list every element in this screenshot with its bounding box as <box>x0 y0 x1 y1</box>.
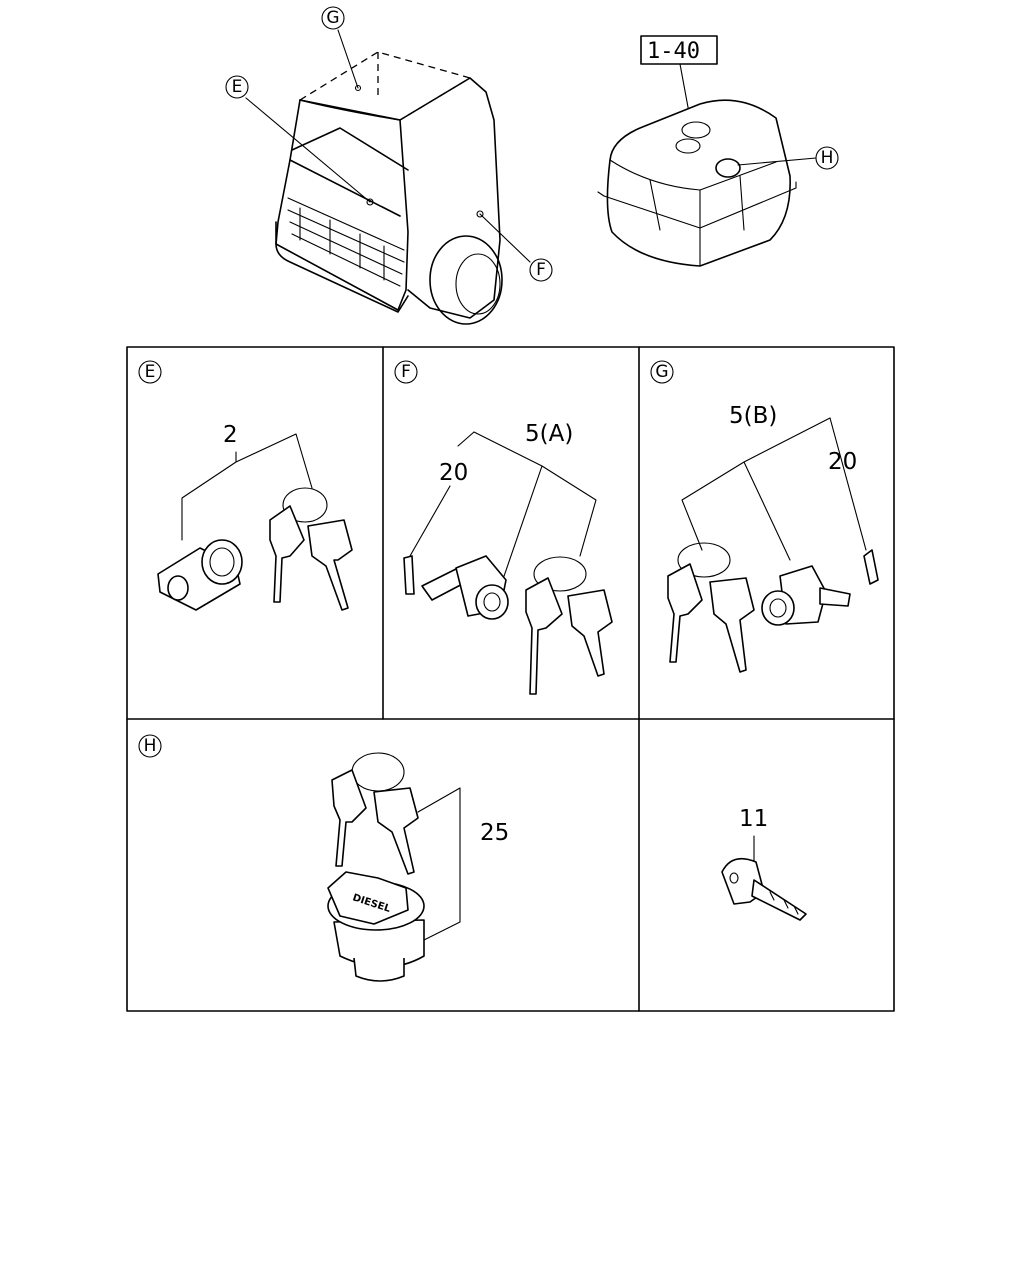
svg-text:G: G <box>655 362 668 382</box>
callout-h-top: H <box>815 146 839 170</box>
door-lock-cylinder-f <box>403 555 509 620</box>
callout-g-top: G <box>321 6 345 30</box>
single-key-illustration <box>721 857 807 921</box>
panel-g-label: G <box>650 360 674 384</box>
key-pair-g <box>667 542 755 673</box>
panel-f-label: F <box>394 360 418 384</box>
door-lock-cylinder-g <box>761 549 879 626</box>
part-number-5b: 5(B) <box>729 403 777 429</box>
key-pair-h <box>331 752 419 875</box>
panel-key: 11 <box>721 806 807 921</box>
svg-text:E: E <box>232 77 243 97</box>
panel-h-label: H <box>138 734 162 758</box>
key-pair-f <box>525 556 613 695</box>
callout-e-top: E <box>225 75 249 99</box>
svg-text:H: H <box>144 736 157 756</box>
part-number-20-f: 20 <box>439 460 468 486</box>
part-number-11: 11 <box>739 806 768 832</box>
svg-text:G: G <box>326 8 339 28</box>
fuel-cap-illustration: DIESEL <box>327 871 425 982</box>
svg-text:F: F <box>536 260 546 280</box>
panel-e: E 2 <box>138 360 353 611</box>
key-pair-illustration <box>269 487 353 611</box>
part-number-2: 2 <box>223 422 238 448</box>
panel-e-label: E <box>138 360 162 384</box>
truck-cab-illustration <box>245 29 531 325</box>
lock-cylinder-illustration <box>157 539 243 611</box>
panel-f: F 5(A) 20 <box>394 360 613 695</box>
panel-grid <box>126 346 895 1012</box>
part-number-25: 25 <box>480 820 509 846</box>
svg-text:H: H <box>821 148 834 168</box>
svg-text:E: E <box>145 362 156 382</box>
callout-f-top: F <box>529 258 553 282</box>
part-number-20-g: 20 <box>828 449 857 475</box>
fuel-tank-illustration: 1-40 <box>597 35 817 267</box>
reference-number: 1-40 <box>647 39 700 64</box>
part-number-5a: 5(A) <box>525 421 573 447</box>
panel-h: H 25 DIESEL <box>138 734 509 982</box>
svg-text:F: F <box>401 362 411 382</box>
panel-g: G 5(B) 20 <box>650 360 879 673</box>
